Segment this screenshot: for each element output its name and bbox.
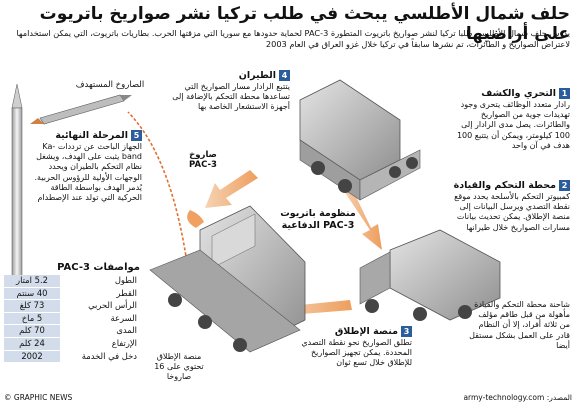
- section-terminal-body: الجهاز الباحث عن ترددات Ka-band يثبت على…: [34, 142, 142, 203]
- section-control-body: كمبيوتر التحكم بالأسلحة يحدد موقع نقطة ا…: [454, 192, 570, 232]
- section-control-station: 2محطة التحكم والقيادة كمبيوتر التحكم بال…: [452, 180, 570, 233]
- intercept-trajectory: [127, 111, 191, 286]
- section-terminal-phase: 5المرحلة النهائية الجهاز الباحث عن ترددا…: [30, 130, 142, 203]
- control-truck-note: شاحنة محطة التحكم والقيادة مأهولة من قبل…: [469, 300, 570, 350]
- section-detection: 1التحري والكشف رادار متعدد الوظائف يتحرى…: [452, 88, 570, 151]
- launcher-vehicle: [149, 205, 306, 353]
- number-badge: 3: [401, 326, 412, 337]
- source: المصدر: army-technology.com: [463, 393, 572, 402]
- number-badge: 4: [279, 70, 290, 81]
- launcher-note: منصة الإطلاق تحتوي على 16 صاروخا: [154, 352, 204, 381]
- credit: © GRAPHIC NEWS: [4, 393, 73, 402]
- target-missile-drawing: [30, 94, 132, 125]
- intro-text: يدرس حلف شمال الأطلسي طلبا تركيا لنشر صو…: [16, 28, 571, 49]
- number-badge: 5: [131, 130, 142, 141]
- specs-heading: مواصفات PAC-3: [57, 262, 140, 273]
- section-detection-heading: 1التحري والكشف: [452, 88, 570, 100]
- target-missile-label: الصاروخ المستهدف: [75, 80, 145, 90]
- section-flight-body: يتتبع الرادار مسار الصواريخ التي تساعدها…: [172, 82, 290, 112]
- section-detection-body: رادار متعدد الوظائف يتحرى وجود تهديدات ج…: [456, 100, 570, 150]
- section-launcher-body: تطلق الصواريخ نحو نقطة التصدي المحددة. ي…: [301, 338, 412, 368]
- section-launcher-heading: 3منصة الإطلاق: [300, 326, 412, 338]
- radar-truck: [299, 79, 421, 201]
- section-launcher: 3منصة الإطلاق تطلق الصواريخ نحو نقطة الت…: [300, 326, 412, 369]
- section-control-heading: 2محطة التحكم والقيادة: [452, 180, 570, 192]
- page-title: حلف شمال الأطلسي يبحث في طلب تركيا نشر ص…: [39, 4, 570, 44]
- number-badge: 2: [559, 180, 570, 191]
- section-flight: 4الطيران يتتبع الرادار مسار الصواريخ الت…: [160, 70, 290, 113]
- number-badge: 1: [559, 88, 570, 99]
- control-station-truck: [359, 229, 501, 321]
- section-flight-heading: 4الطيران: [160, 70, 290, 82]
- section-terminal-heading: 5المرحلة النهائية: [30, 130, 142, 142]
